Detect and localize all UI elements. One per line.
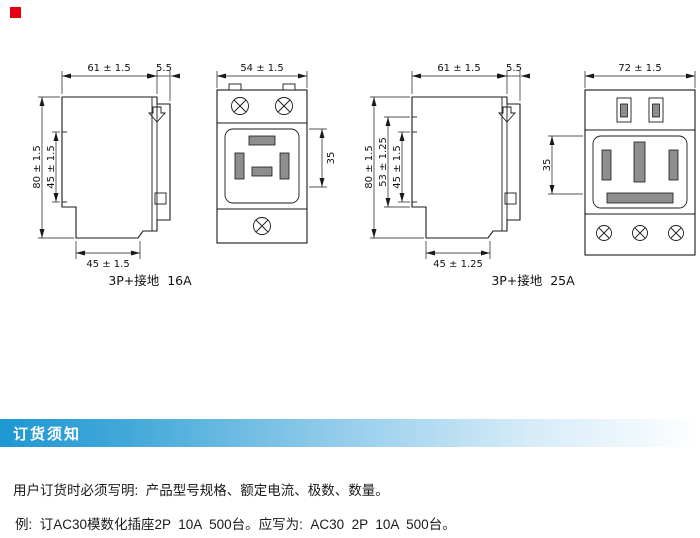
technical-drawings: 61 ± 1.5 5.5 80 ± 1.5 45 ± 1.5 45 ± 1.5: [32, 63, 696, 288]
brand-logo-mark: [10, 7, 21, 18]
dim-side25-height: 80 ± 1.5: [364, 145, 375, 188]
dim-side16-depth: 5.5: [156, 63, 172, 74]
terminal-detail-16a: [154, 192, 167, 205]
label-16a: 3P+接地 16A: [108, 273, 192, 288]
ordering-note-line2: 例: 订AC30模数化插座2P 10A 500台。应写为: AC30 2P 10…: [15, 517, 456, 532]
dim-side25-width: 61 ± 1.5: [437, 63, 480, 74]
indicator-slot-16a: [248, 135, 276, 146]
dim-front16-width: 54 ± 1.5: [240, 63, 283, 74]
socket-hole-right-16a: [279, 152, 290, 180]
drawing-labels: 3P+接地 16A 3P+接地 25A: [108, 273, 575, 288]
dim-side25-depth: 5.5: [506, 63, 522, 74]
socket-hole-wide-25a: [606, 192, 674, 204]
socket-hole-center-25a: [633, 141, 646, 183]
dim-side25-rail: 45 ± 1.5: [392, 145, 403, 188]
label-25a: 3P+接地 25A: [491, 273, 575, 288]
dim-side16-bottom: 45 ± 1.5: [86, 259, 129, 270]
drawing-front-view-16a: 54 ± 1.5 35: [216, 63, 337, 244]
ordering-note-line1: 用户订货时必须写明: 产品型号规格、额定电流、极数、数量。: [13, 483, 389, 498]
drawing-front-view-25a: 72 ± 1.5 35: [542, 63, 696, 256]
screw-top-left-16a: [231, 97, 249, 115]
socket-hole-center-16a: [251, 166, 273, 177]
socket-hole-left-25a: [601, 149, 612, 181]
screw-bottom-left-25a: [596, 225, 612, 241]
socket-hole-right-25a: [668, 149, 679, 181]
section-title: 订货须知: [13, 425, 82, 443]
socket-face-16a: [224, 128, 300, 204]
rail-clip-arrow-25a: [497, 106, 517, 123]
screw-bottom-center-25a: [632, 225, 648, 241]
dim-front16-face: 35: [326, 152, 337, 165]
terminal-detail-25a: [504, 192, 517, 205]
socket-hole-left-16a: [234, 152, 245, 180]
drawing-side-view-25a: 61 ± 1.5 5.5 80 ± 1.5 53 ± 1.25 45 ± 1.5…: [364, 63, 530, 270]
dim-side16-height: 80 ± 1.5: [32, 145, 43, 188]
socket-face-25a: [592, 135, 688, 209]
dim-front25-width: 72 ± 1.5: [618, 63, 661, 74]
rail-clip-arrow-16a: [147, 106, 167, 123]
screw-top-right-16a: [275, 97, 293, 115]
drawing-side-view-16a: 61 ± 1.5 5.5 80 ± 1.5 45 ± 1.5 45 ± 1.5: [32, 63, 180, 270]
dim-side16-width: 61 ± 1.5: [87, 63, 130, 74]
dim-side16-rail: 45 ± 1.5: [46, 145, 57, 188]
dim-side25-mid: 53 ± 1.25: [378, 137, 389, 187]
screw-bottom-right-25a: [668, 225, 684, 241]
dim-side25-bottom: 45 ± 1.25: [433, 259, 483, 270]
section-header-bar: 订货须知: [0, 419, 700, 447]
dim-front25-face: 35: [542, 159, 553, 172]
screw-bottom-16a: [253, 217, 271, 235]
